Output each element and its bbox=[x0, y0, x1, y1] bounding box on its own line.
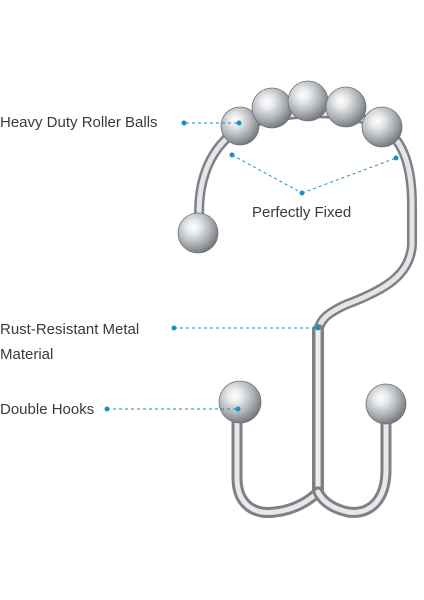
callout-dot bbox=[236, 120, 242, 126]
callout-dot bbox=[181, 120, 187, 126]
callout-dot bbox=[171, 325, 177, 331]
roller-ball bbox=[361, 106, 403, 148]
tip-ball bbox=[177, 212, 219, 254]
callout-dot bbox=[235, 406, 241, 412]
hook-body bbox=[194, 108, 417, 518]
perfectly-fixed-label: Perfectly Fixed bbox=[252, 204, 352, 221]
roller-balls bbox=[220, 80, 403, 148]
callout-dot bbox=[299, 190, 305, 196]
right-hook bbox=[312, 414, 392, 518]
callout-dot bbox=[315, 325, 321, 331]
callout-dot bbox=[104, 406, 110, 412]
fixed-callout-line-left bbox=[231, 154, 303, 194]
roller-ball bbox=[251, 87, 293, 129]
roller-ball bbox=[287, 80, 329, 122]
roller-ball bbox=[325, 86, 367, 128]
fixed-callout-line-right bbox=[301, 157, 397, 194]
rust-resistant-label-line2: Material bbox=[0, 346, 54, 363]
callout-dot bbox=[393, 155, 399, 161]
rust-resistant-label: Rust-Resistant Metal bbox=[0, 321, 140, 338]
callouts bbox=[107, 122, 397, 410]
left-hook-ball bbox=[218, 380, 262, 424]
right-hook-ball bbox=[365, 383, 407, 425]
roller-balls-label: Heavy Duty Roller Balls bbox=[0, 114, 158, 131]
roller-ball bbox=[220, 106, 260, 146]
callout-dots bbox=[104, 120, 399, 412]
double-hooks-label: Double Hooks bbox=[0, 401, 95, 418]
callout-dot bbox=[229, 152, 235, 158]
